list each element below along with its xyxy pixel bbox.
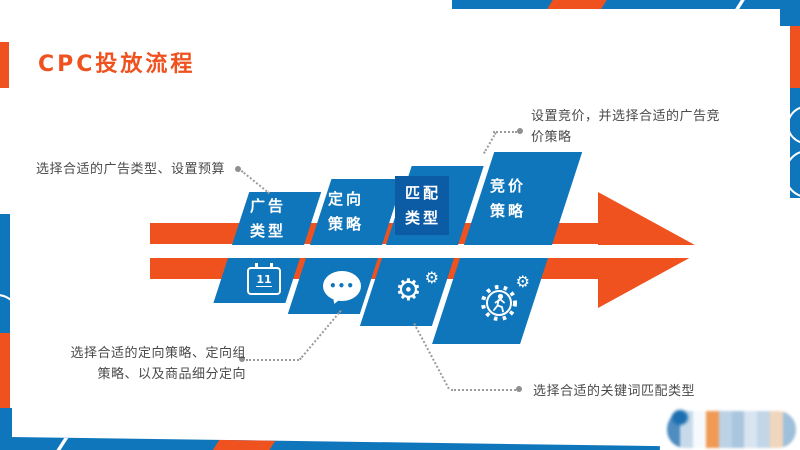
connector-line-keyword-h [451, 389, 516, 391]
connector-dot-keyword [516, 386, 522, 392]
right-edge-blue-strip [790, 88, 800, 198]
gear-small-icon: ⚙ [515, 272, 530, 291]
gear-large-icon: ⚙ [395, 273, 422, 308]
connector-line-bidding-h [493, 131, 517, 133]
left-edge-orange-strip [0, 333, 10, 408]
calendar-icon: 11 [247, 266, 281, 295]
decor-arc [784, 150, 800, 198]
decor-arc [787, 106, 800, 144]
connector-dot-bidding [517, 128, 523, 134]
annotation-targeting: 选择合适的定向策略、定向组 策略、以及商品细分定向 [30, 344, 246, 386]
page-title: CPC投放流程 [38, 52, 196, 77]
step-label-match-type: 匹配类型 [404, 183, 441, 227]
calendar-day-number: 11 [256, 272, 272, 288]
connector-dot-ad-type [235, 166, 241, 172]
left-edge-blue-strip [0, 214, 10, 333]
step-label-ad-type: 广告类型 [249, 196, 286, 240]
process-runner-gear-icon: ⚙ [478, 272, 530, 326]
gears-icon: ⚙ ⚙ [395, 268, 441, 314]
annotation-keyword: 选择合适的关键词匹配类型 [533, 384, 696, 399]
top-bar-gap [733, 0, 747, 9]
top-bar-orange-segment [545, 0, 609, 9]
icon-shape-bidding: ⚙ [432, 258, 548, 344]
runner-gear-svg [481, 285, 517, 321]
annotation-bidding: 设置竞价，并选择合适的广告竞 价策略 [531, 107, 720, 149]
bottom-edge-bar [9, 437, 660, 450]
top-edge-bar [452, 0, 791, 9]
annotation-targeting-line1: 选择合适的定向策略、定向组 [70, 346, 246, 361]
annotation-targeting-line2: 策略、以及商品细分定向 [97, 366, 246, 382]
connector-line-bidding-d [483, 132, 497, 154]
step-label-bidding: 竞价策略 [489, 176, 526, 220]
annotation-bidding-line1: 设置竞价，并选择合适的广告竞 [531, 109, 721, 124]
highlight-box: 匹配类型 [394, 175, 449, 236]
annotation-ad-type: 选择合适的广告类型、设置预算 [36, 162, 226, 177]
arrow-center-stripe [146, 245, 708, 258]
bottom-bar-orange-segment [210, 439, 276, 450]
gear-small-icon: ⚙ [424, 268, 439, 287]
chat-dots: ••• [328, 279, 355, 293]
connector-line-ad-type [240, 170, 270, 195]
blurred-logo [667, 411, 796, 448]
step-label-targeting: 定向策略 [327, 190, 364, 233]
icon-shape-ad-type: 11 [213, 258, 300, 303]
title-accent-bar [0, 42, 9, 88]
blurred-logo-dot [672, 410, 688, 425]
right-edge-orange-strip [790, 26, 800, 88]
top-right-corner-block [780, 0, 800, 26]
bottom-bar-gap [55, 437, 69, 450]
connector-dot-targeting [239, 356, 245, 362]
annotation-bidding-line2: 价策略 [531, 129, 572, 145]
connector-line-targeting-h [246, 359, 299, 361]
bottom-left-corner-block [0, 408, 12, 450]
connector-line-targeting-d [299, 309, 342, 361]
chat-bubble-icon: ••• [323, 271, 361, 301]
